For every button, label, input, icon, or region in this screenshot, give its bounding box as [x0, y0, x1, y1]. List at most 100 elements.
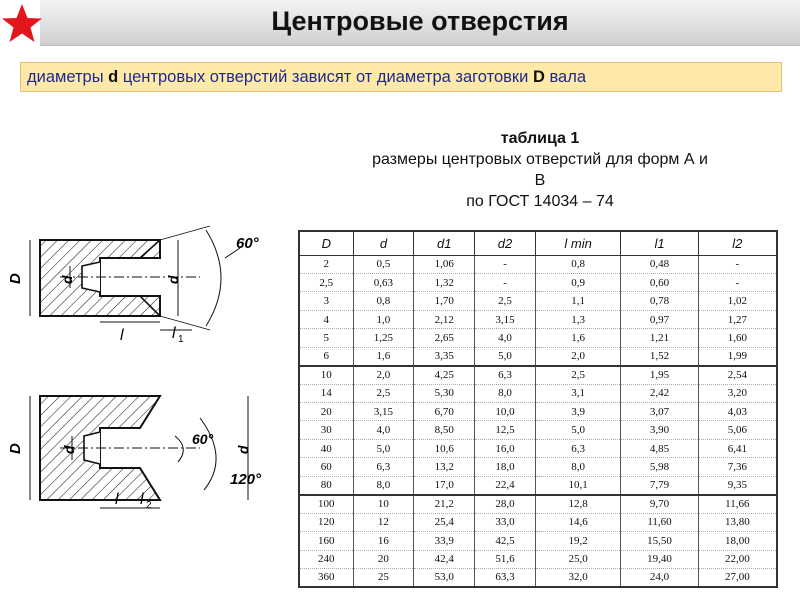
header-d1: d1	[413, 230, 476, 256]
table-cell: 1,27	[697, 310, 778, 330]
table-cell: 5,06	[697, 420, 778, 440]
table-cell: 20	[298, 402, 354, 422]
table-cell: 1,70	[413, 291, 476, 311]
table-cell: 0,97	[620, 310, 699, 330]
table-cell: 0,78	[620, 291, 699, 311]
form-a-l-label: l	[120, 327, 124, 344]
table-cell: 1,0	[352, 310, 415, 330]
table-cell: 1,6	[352, 347, 415, 367]
table-cell: 8,0	[534, 457, 622, 477]
table-cell: 360	[298, 568, 354, 588]
table-cell: 3,07	[620, 402, 699, 422]
table-cell: 1,02	[697, 291, 778, 311]
table-cell: 1,25	[352, 328, 415, 348]
center-hole-drawing: D d d l l 1 60° D d d l l 2 60° 120°	[7, 225, 262, 511]
table-cell: 4,03	[697, 402, 778, 422]
table-cell: 3,20	[697, 384, 778, 404]
table-cell: 80	[298, 476, 354, 496]
table-cell: 5,0	[474, 347, 536, 367]
form-b-l2-label: l	[140, 491, 144, 508]
table-header-row: D d d1 d2 l min l1 l2	[298, 230, 778, 256]
form-b-angle-60: 60°	[192, 431, 214, 447]
table-cell: 21,2	[413, 494, 476, 514]
table-cell: 240	[298, 550, 354, 569]
table-cell: 1,06	[413, 255, 476, 274]
table-cell: 10	[352, 494, 415, 514]
table-cell: 2,5	[534, 365, 622, 385]
table-cell: 1,6	[534, 328, 622, 348]
table-cell: 12	[352, 513, 415, 533]
star-icon	[2, 4, 42, 42]
table-cell: -	[697, 273, 778, 293]
table-cell: 3,15	[352, 402, 415, 422]
table-cell: 42,4	[413, 550, 476, 569]
caption-line-3: по ГОСТ 14034 – 74	[466, 193, 614, 210]
table-cell: 18,0	[474, 457, 536, 477]
form-b-l2-sub: 2	[146, 500, 152, 511]
table-cell: 2,65	[413, 328, 476, 348]
table-cell: 6,3	[474, 365, 536, 385]
subtitle-prefix: диаметры	[27, 68, 109, 86]
form-a-l1-sub: 1	[178, 334, 184, 345]
table-cell: 40	[298, 439, 354, 459]
table-cell: 16,0	[474, 439, 536, 459]
subtitle-D-letter: D	[532, 68, 545, 86]
table-cell: 8,0	[352, 476, 415, 496]
table-cell: 13,80	[697, 513, 778, 533]
table-cell: 33,0	[474, 513, 536, 533]
table-cell: 4,25	[413, 365, 476, 385]
form-b-d2-label: d	[235, 445, 251, 454]
table-cell: 1,99	[697, 347, 778, 367]
header-d: d	[352, 230, 415, 256]
table-cell: 6,3	[534, 439, 622, 459]
table-cell: 19,40	[620, 550, 699, 569]
table-cell: 27,00	[697, 568, 778, 588]
table-cell: 4,0	[474, 328, 536, 348]
table-cell: 19,2	[534, 531, 622, 551]
table-cell: 12,5	[474, 420, 536, 440]
form-a-d-label: d	[59, 275, 75, 284]
table-cell: 1,60	[697, 328, 778, 348]
page-title: Центровые отверстия	[271, 6, 569, 36]
table-cell: 17,0	[413, 476, 476, 496]
table-cell: 160	[298, 531, 354, 551]
table-cell: 5	[298, 328, 354, 348]
table-cell: 0,63	[352, 273, 415, 293]
table-cell: 5,0	[534, 420, 622, 440]
table-cell: 7,36	[697, 457, 778, 477]
table-cell: -	[474, 255, 536, 274]
table-cell: 1,1	[534, 291, 622, 311]
table-cell: 4,85	[620, 439, 699, 459]
table-cell: 1,21	[620, 328, 699, 348]
form-a-l1-label: l	[172, 325, 176, 342]
table-cell: 2,0	[352, 365, 415, 385]
caption-title: таблица 1	[500, 130, 580, 147]
table-cell: 5,98	[620, 457, 699, 477]
table-cell: 22,00	[697, 550, 778, 569]
caption-line-1: размеры центровых отверстий для форм А и	[372, 151, 708, 168]
table-cell: 13,2	[413, 457, 476, 477]
table-cell: 8,0	[474, 384, 536, 404]
header-D: D	[298, 230, 354, 256]
table-cell: 1,3	[534, 310, 622, 330]
subtitle-d-letter: d	[108, 68, 119, 86]
table-cell: 0,9	[534, 273, 622, 293]
table-cell: 12,8	[534, 494, 622, 514]
table-cell: 2,5	[352, 384, 415, 404]
table-cell: 1,52	[620, 347, 699, 367]
table-cell: 7,79	[620, 476, 699, 496]
header-d2: d2	[474, 230, 536, 256]
table-cell: 25	[352, 568, 415, 588]
table-cell: 3,15	[474, 310, 536, 330]
header-l-min: l min	[534, 230, 622, 256]
table-cell: 100	[298, 494, 354, 514]
